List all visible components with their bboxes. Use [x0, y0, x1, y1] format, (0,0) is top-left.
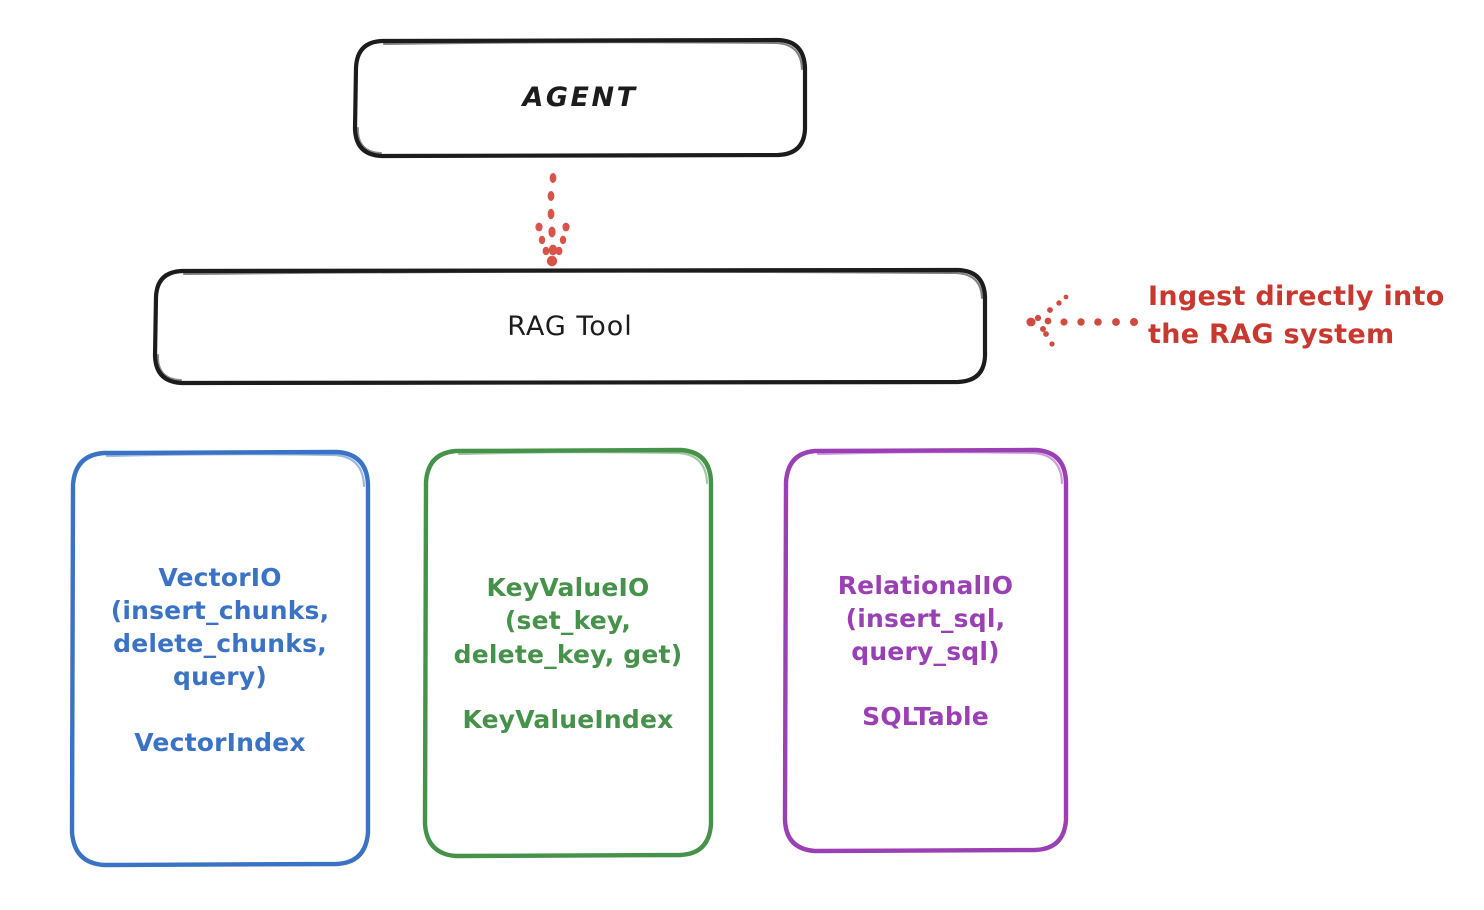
rag-tool-box-outline: [152, 267, 988, 386]
agent-node[interactable]: AGENT: [355, 40, 805, 156]
vector-io-box-outline: [69, 449, 371, 868]
rag-tool-label: RAG Tool: [507, 310, 633, 342]
ingest-annotation-text: Ingest directly into the RAG system: [1148, 281, 1445, 351]
agent-box-outline: [352, 37, 808, 159]
key-value-index-label: KeyValueIndex: [462, 704, 674, 734]
key-value-io-label: KeyValueIO (set_key, delete_key, get): [453, 573, 683, 669]
ingest-annotation: Ingest directly into the RAG system: [1148, 278, 1478, 355]
relational-io-label: RelationalIO (insert_sql, query_sql): [837, 570, 1014, 667]
agent-label: AGENT: [522, 82, 638, 114]
vector-io-label: VectorIO (insert_chunks, delete_chunks, …: [110, 562, 330, 692]
key-value-io-node[interactable]: KeyValueIO (set_key, delete_key, get) Ke…: [425, 450, 711, 855]
relational-io-box-outline: [782, 447, 1069, 854]
sql-table-label: SQLTable: [862, 702, 989, 732]
agent-to-rag-arrow: [535, 173, 570, 267]
vector-io-node[interactable]: VectorIO (insert_chunks, delete_chunks, …: [72, 452, 368, 865]
rag-tool-node[interactable]: RAG Tool: [155, 270, 985, 383]
ingest-annotation-arrow: [1026, 294, 1138, 347]
key-value-io-box-outline: [422, 447, 714, 859]
vector-index-label: VectorIndex: [134, 727, 306, 757]
relational-io-node[interactable]: RelationalIO (insert_sql, query_sql) SQL…: [785, 450, 1066, 850]
